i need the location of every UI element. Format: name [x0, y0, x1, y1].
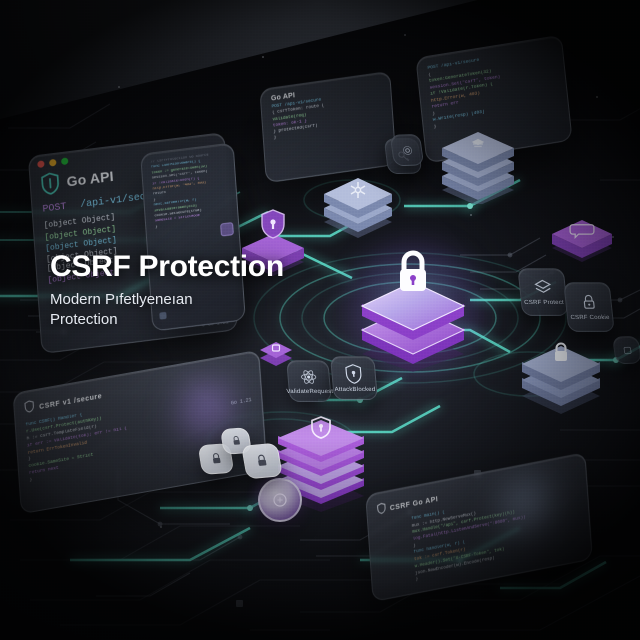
- subtitle-line-1: Modern Pıfetlyeneıan: [50, 291, 193, 308]
- page-title: CSRF Protection: [50, 250, 284, 283]
- subtitle-line-2: Protection: [50, 310, 118, 328]
